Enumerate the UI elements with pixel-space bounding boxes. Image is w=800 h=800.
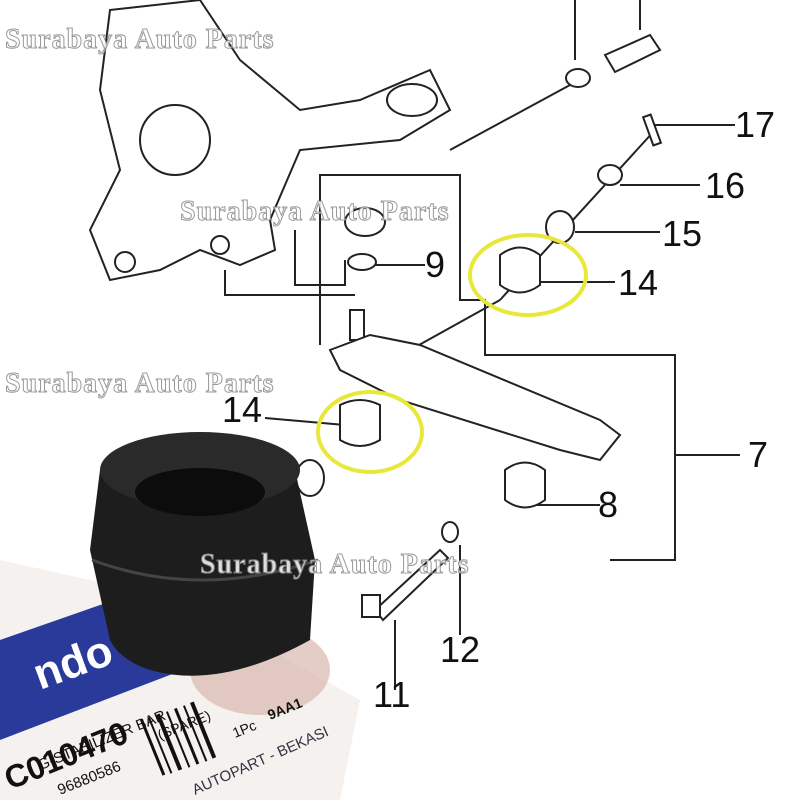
steering-knuckle bbox=[88, 0, 452, 282]
callout-17: 17 bbox=[735, 104, 775, 145]
watermark-text: Surabaya Auto Parts bbox=[180, 196, 449, 227]
rubber-bushing bbox=[90, 432, 319, 676]
watermark-text: Surabaya Auto Parts bbox=[5, 368, 274, 399]
watermark-text: Surabaya Auto Parts bbox=[5, 24, 274, 55]
callout-16: 16 bbox=[705, 165, 745, 206]
barcode bbox=[139, 701, 217, 776]
watermarks: Surabaya Auto Parts Surabaya Auto Parts … bbox=[5, 24, 469, 581]
highlight-circle-upper bbox=[468, 233, 588, 317]
watermark-text: Surabaya Auto Parts bbox=[200, 549, 469, 580]
product-package: ndo C010470 G-STABILIZER BAR (SPARE) 968… bbox=[0, 560, 360, 800]
highlight-circle-lower bbox=[316, 390, 424, 474]
callout-11: 11 bbox=[373, 674, 410, 715]
callout-15: 15 bbox=[662, 213, 702, 254]
callout-12: 12 bbox=[440, 629, 480, 670]
callout-9: 9 bbox=[425, 244, 445, 285]
small-parts bbox=[295, 113, 663, 622]
callout-7: 7 bbox=[748, 434, 768, 475]
callout-8: 8 bbox=[598, 484, 618, 525]
callout-14-upper: 14 bbox=[618, 262, 658, 303]
bolt-top bbox=[449, 0, 662, 151]
callout-14-lower: 14 bbox=[222, 389, 262, 430]
